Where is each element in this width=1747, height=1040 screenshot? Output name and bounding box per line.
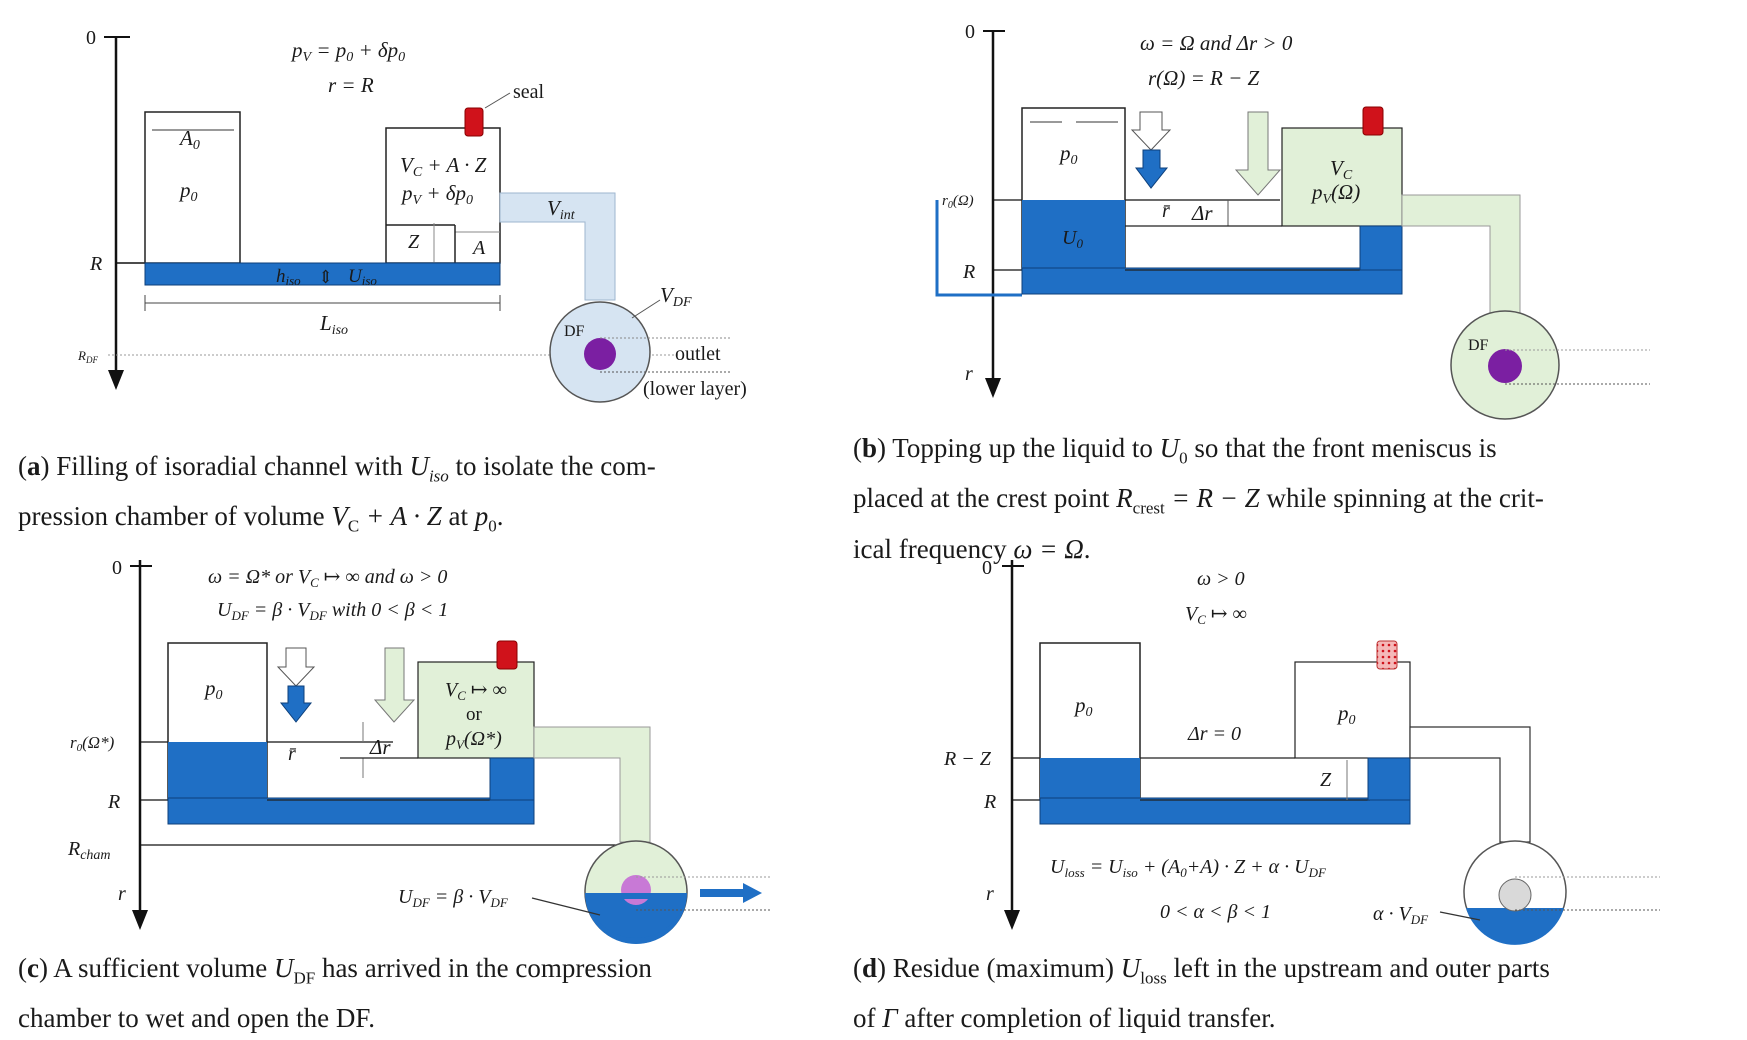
axis-zero-d: 0 xyxy=(982,557,992,579)
seal-a xyxy=(464,107,484,137)
label-pv-c: pV(Ω*) xyxy=(444,728,502,752)
axis-zero-b: 0 xyxy=(965,21,975,43)
label-outlet-a: outlet xyxy=(675,343,721,365)
eq-pv-a: pV = p0 + δp0 xyxy=(290,38,405,65)
eq1-c: ω = Ω* or VC ↦ ∞ and ω > 0 xyxy=(208,566,447,590)
label-dr0-d: Δr = 0 xyxy=(1187,723,1241,745)
label-vdf-a: VDF xyxy=(660,283,692,310)
eq-r-a: r = R xyxy=(328,73,374,97)
eq1-d: ω > 0 xyxy=(1197,568,1245,590)
axis-R-a: R xyxy=(89,253,102,275)
channel-int-a xyxy=(499,192,616,301)
label-p0-right-d: p0 xyxy=(1336,701,1356,728)
svg-text:⇕: ⇕ xyxy=(318,267,333,287)
label-p0-a: p0 xyxy=(178,178,198,205)
caption-d: (d) Residue (maximum) Uloss left in the … xyxy=(853,953,1550,1034)
axis-r-d: r xyxy=(986,883,994,905)
label-p0-left-d: p0 xyxy=(1073,693,1093,720)
axis-r-b: r xyxy=(965,363,973,385)
axis-RDF-a: RDF xyxy=(77,348,98,365)
label-df-a: DF xyxy=(564,323,585,340)
label-or-c: or xyxy=(466,704,483,725)
label-vc-a: VC + A · Z xyxy=(400,153,487,180)
label-p0-b: p0 xyxy=(1058,141,1078,168)
label-A0-a: A0 xyxy=(178,126,200,153)
label-vc-c: VC ↦ ∞ xyxy=(445,679,507,703)
label-ineq-d: 0 < α < β < 1 xyxy=(1160,901,1271,923)
label-avdf-d: α · VDF xyxy=(1373,903,1429,927)
label-df-b: DF xyxy=(1468,337,1489,354)
df-a xyxy=(584,338,616,370)
panel-b: 0 r0(Ω) R r ω = Ω and Δr > 0 r(Ω) = R − … xyxy=(935,21,1650,420)
label-pv-b: pV(Ω) xyxy=(1310,180,1360,207)
axis-r-c: r xyxy=(118,883,126,905)
label-A-a: A xyxy=(471,237,486,259)
axis-R-b: R xyxy=(962,261,975,283)
label-udf-c: UDF = β · VDF xyxy=(398,886,509,910)
label-vint-a: Vint xyxy=(547,196,576,223)
eq1-b: ω = Ω and Δr > 0 xyxy=(1140,31,1293,55)
iso-channel-liquid-a xyxy=(144,262,501,286)
axis-R-c: R xyxy=(107,791,120,813)
label-uloss-d: Uloss = Uiso + (A0+A) · Z + α · UDF xyxy=(1050,856,1327,880)
label-liso-a: Liso xyxy=(319,311,348,338)
axis-r0-c: r0(Ω*) xyxy=(70,733,115,754)
axis-r0-b: r0(Ω) xyxy=(942,193,974,211)
panel-a: 0 R RDF pV = p0 + δp0 r = R A0 p0 seal V… xyxy=(77,27,747,403)
axis-RZ-d: R − Z xyxy=(943,748,992,770)
axis-zero-c: 0 xyxy=(112,557,122,579)
label-dr-b: Δr xyxy=(1191,201,1213,225)
panel-c: 0 r0(Ω*) R Rcham r ω = Ω* or VC ↦ ∞ and … xyxy=(67,557,770,944)
axis-arrow-a xyxy=(108,370,124,390)
eq2-c: UDF = β · VDF with 0 < β < 1 xyxy=(217,599,448,623)
eq2-b: r(Ω) = R − Z xyxy=(1148,66,1260,90)
label-dr-c: Δr xyxy=(369,735,391,759)
label-rbar-c: r̄ xyxy=(288,743,296,765)
label-p0-c: p0 xyxy=(203,676,223,703)
seal-label-a: seal xyxy=(513,81,545,103)
label-Z-d: Z xyxy=(1320,769,1332,791)
caption-b: (b) Topping up the liquid to U0 so that … xyxy=(853,433,1544,564)
label-vc-b: VC xyxy=(1330,156,1353,183)
axis-R-d: R xyxy=(983,791,996,813)
axis-Rcham-c: Rcham xyxy=(67,838,111,863)
caption-c: (c) A sufficient volume UDF has arrived … xyxy=(18,953,652,1034)
label-uiso-a: Uiso xyxy=(348,266,377,288)
label-rbar-b: r̄ xyxy=(1162,200,1170,222)
caption-a: (a) Filling of isoradial channel with Ui… xyxy=(18,451,656,536)
label-Z-a: Z xyxy=(408,231,420,253)
label-hiso-a: hiso xyxy=(276,266,301,288)
label-u0-b: U0 xyxy=(1062,227,1083,251)
axis-zero-a: 0 xyxy=(86,27,96,49)
label-lower-layer-a: (lower layer) xyxy=(643,378,747,400)
panel-d: 0 R − Z R r ω > 0 VC ↦ ∞ p0 Δr = 0 p0 Z … xyxy=(943,557,1660,945)
label-pv-a: pV + δp0 xyxy=(400,181,473,208)
eq2-d: VC ↦ ∞ xyxy=(1185,603,1247,627)
